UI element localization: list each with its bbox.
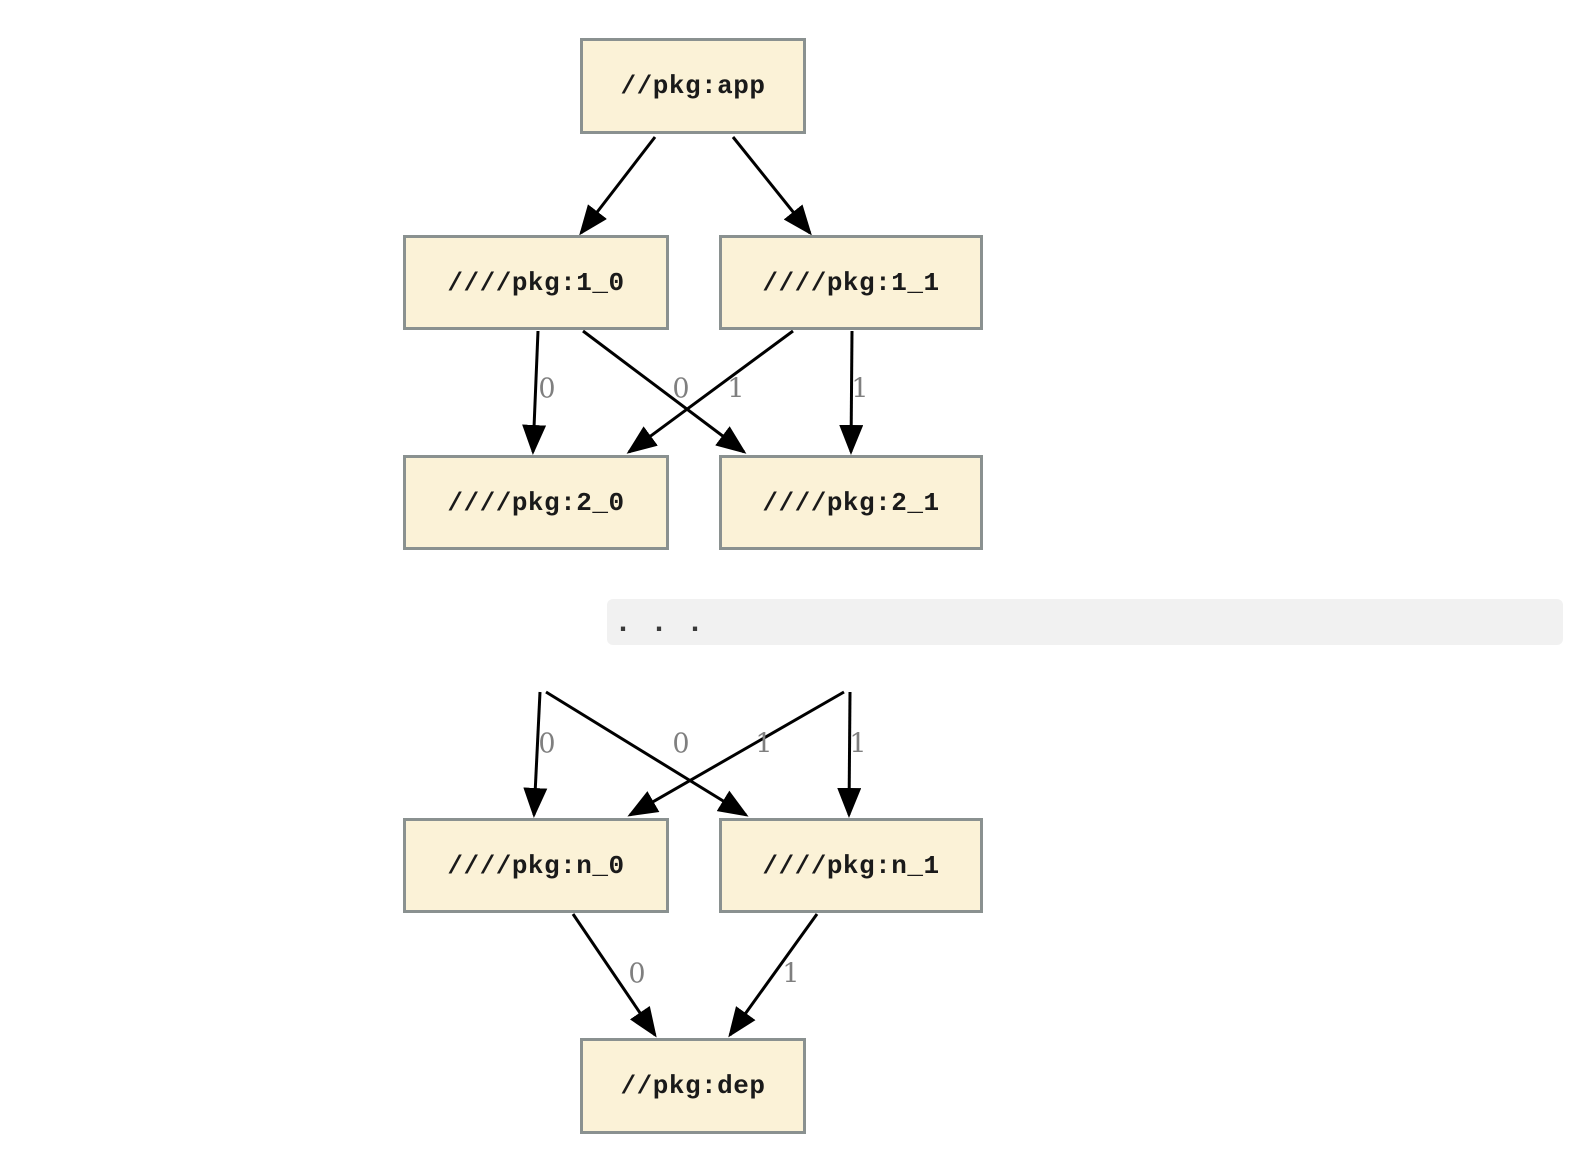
node-pkg-n_0-label: ////pkg:n_0 <box>447 850 625 881</box>
edge-label-n_1-dep: 1 <box>782 958 800 990</box>
edge-label-elided-n_1-cross: 1 <box>755 728 773 760</box>
node-pkg-2_1: ////pkg:2_1 <box>719 455 983 550</box>
edge-n_0-to-dep <box>571 913 657 1038</box>
node-pkg-2_1-label: ////pkg:2_1 <box>762 487 940 518</box>
node-pkg-1_1-label: ////pkg:1_1 <box>762 267 940 298</box>
edge-1_0-to-2_1 <box>582 329 747 454</box>
edge-label-n_0-dep: 0 <box>628 958 646 990</box>
node-pkg-1_1: ////pkg:1_1 <box>719 235 983 330</box>
edge-elided-to-n_0-straight <box>523 691 548 818</box>
edge-label-1_1-2_1: 1 <box>851 373 869 405</box>
edge-label-elided-n_0-cross: 0 <box>672 728 690 760</box>
node-pkg-2_0: ////pkg:2_0 <box>403 455 669 550</box>
node-pkg-dep: //pkg:dep <box>580 1038 806 1134</box>
edge-elided-to-n_1-straight <box>837 691 862 818</box>
elision-band: . . . <box>607 599 1563 645</box>
edge-label-elided-n_1-straight: 1 <box>849 728 867 760</box>
edge-1_1-to-2_1 <box>839 330 864 455</box>
node-pkg-dep-label: //pkg:dep <box>620 1071 766 1101</box>
edge-app-to-1_1 <box>731 136 812 236</box>
edge-elided-to-n_0-cross <box>627 690 845 817</box>
node-pkg-1_0: ////pkg:1_0 <box>403 235 669 330</box>
node-pkg-n_1: ////pkg:n_1 <box>719 818 983 913</box>
node-pkg-n_1-label: ////pkg:n_1 <box>762 850 940 881</box>
node-pkg-n_0: ////pkg:n_0 <box>403 818 669 913</box>
edge-label-1_1-2_0: 0 <box>672 373 690 405</box>
node-pkg-app-label: //pkg:app <box>620 71 766 101</box>
edge-label-elided-n_0-straight: 0 <box>538 728 556 760</box>
node-pkg-2_0-label: ////pkg:2_0 <box>447 487 625 518</box>
edge-elided-to-n_1-cross <box>545 690 749 817</box>
edge-label-1_0-2_1: 1 <box>727 373 745 405</box>
edge-n_1-to-dep <box>728 913 819 1038</box>
edge-app-to-1_0 <box>579 136 657 236</box>
node-pkg-1_0-label: ////pkg:1_0 <box>447 267 625 298</box>
edge-1_0-to-2_0 <box>522 330 547 455</box>
edge-1_1-to-2_0 <box>626 329 794 454</box>
ellipsis-dots: . . . <box>614 607 705 641</box>
edge-label-1_0-2_0: 0 <box>538 373 556 405</box>
node-pkg-app: //pkg:app <box>580 38 806 134</box>
